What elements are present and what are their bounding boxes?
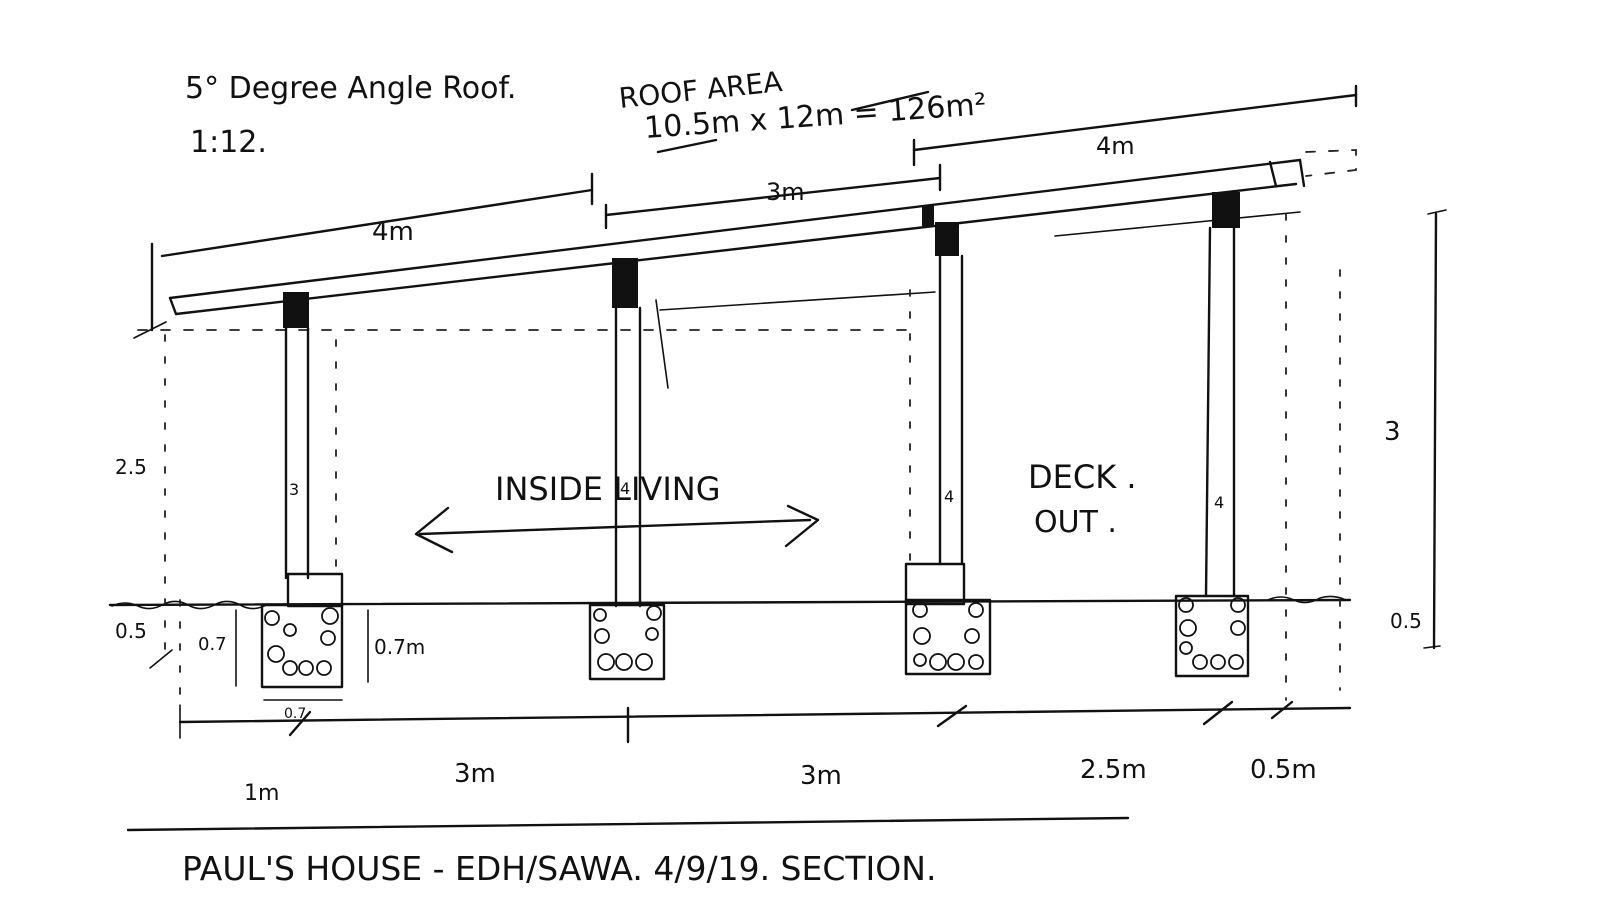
beam-bracket-1 xyxy=(283,292,309,328)
post-3-column xyxy=(938,254,964,566)
ratio-note: 1:12. xyxy=(190,125,267,160)
living-arrow-left-head xyxy=(414,506,454,554)
post-4-column xyxy=(1204,226,1236,598)
roof-extension-dashed xyxy=(1305,149,1357,177)
inside-living-label: INSIDE LIVING xyxy=(495,470,720,508)
dim-line-span-3 xyxy=(912,93,1358,152)
post-3: 4 xyxy=(904,206,992,676)
underline-area-result xyxy=(850,90,930,112)
bottom-tick-6 xyxy=(1270,700,1294,720)
right-height-tick-top xyxy=(1427,209,1447,215)
left-depth-label: 0.5 xyxy=(115,619,147,643)
depth-tick-left xyxy=(149,649,173,669)
bottom-tick-5 xyxy=(1202,700,1234,726)
roof-left-cap xyxy=(168,296,178,316)
bottom-tick-4 xyxy=(936,704,968,728)
deck-label-line-2: OUT . xyxy=(1034,505,1117,540)
bottom-dim-line xyxy=(178,706,1352,724)
span-bottom-1: 1m xyxy=(244,781,279,806)
span-bottom-5: 0.5m xyxy=(1250,755,1317,785)
ceiling-line xyxy=(659,291,936,311)
footing-4-gravel xyxy=(1178,597,1246,670)
span-bottom-3: 3m xyxy=(800,761,842,791)
bottom-tick-2 xyxy=(288,710,312,737)
beam-bracket-2 xyxy=(612,258,638,308)
post-1-column xyxy=(284,326,310,580)
deck-label-line-1: DECK . xyxy=(1028,458,1137,496)
roof-right-cap xyxy=(1298,158,1306,188)
post-1: 3 xyxy=(260,292,344,689)
roof-bottom-edge xyxy=(174,182,1298,316)
footing-3 xyxy=(904,598,992,676)
footer-title: PAUL'S HOUSE - EDH/SAWA. 4/9/19. SECTION… xyxy=(182,849,936,888)
footing-3-gravel xyxy=(912,602,984,671)
post-label-4: 4 xyxy=(1214,493,1224,512)
right-height-label: 3 xyxy=(1384,417,1401,447)
left-height-label: 2.5 xyxy=(115,455,147,479)
right-height-line xyxy=(1432,212,1438,650)
span-top-2: 3m xyxy=(766,178,805,206)
right-height-tick-bottom xyxy=(1423,645,1441,649)
footing-width: 0.7 xyxy=(284,706,306,722)
dim-line-span-1 xyxy=(160,188,594,258)
footing-2 xyxy=(588,603,666,681)
beam-bracket-3 xyxy=(935,222,959,256)
post-label-2: 4 xyxy=(620,479,630,498)
post-label-1: 3 xyxy=(289,480,299,499)
footing-1-gravel xyxy=(264,607,339,676)
span-top-1: 4m xyxy=(372,217,414,247)
living-arrow-right-head xyxy=(784,504,820,548)
right-depth-label: 0.5 xyxy=(1390,609,1422,633)
footing-depth-left: 0.7 xyxy=(198,634,227,655)
footing-4 xyxy=(1174,594,1250,678)
beam-bracket-4 xyxy=(1212,192,1240,228)
dim-line-span-2 xyxy=(604,176,942,217)
footing-1 xyxy=(260,603,344,689)
footing-2-gravel xyxy=(593,605,662,671)
ground-hatch-right xyxy=(1267,595,1347,604)
post-2: 4 xyxy=(588,258,669,681)
span-bottom-2: 3m xyxy=(454,759,496,789)
post-label-3: 4 xyxy=(944,487,954,506)
ground-hatch-left xyxy=(111,600,269,610)
beam-joint-3 xyxy=(922,206,934,226)
footing-depth-right: 0.7m xyxy=(374,635,425,659)
post-2-column xyxy=(614,306,642,608)
span-top-3: 4m xyxy=(1096,132,1135,160)
post-3-base xyxy=(904,562,966,606)
roof-top-edge xyxy=(168,158,1302,300)
span-bottom-4: 2.5m xyxy=(1080,755,1147,785)
post-4: 4 xyxy=(1174,192,1250,678)
roof-overhang-mark xyxy=(1268,160,1278,188)
underline-area-width xyxy=(656,138,718,154)
living-arrow-shaft xyxy=(418,518,812,536)
footer-rule xyxy=(126,816,1130,832)
deck-ceiling-line xyxy=(1054,211,1301,237)
height-tick-top xyxy=(133,321,167,339)
post-1-base xyxy=(286,572,344,608)
roof-angle-note: 5° Degree Angle Roof. xyxy=(185,71,516,106)
post-2-sketch-line xyxy=(655,299,669,389)
